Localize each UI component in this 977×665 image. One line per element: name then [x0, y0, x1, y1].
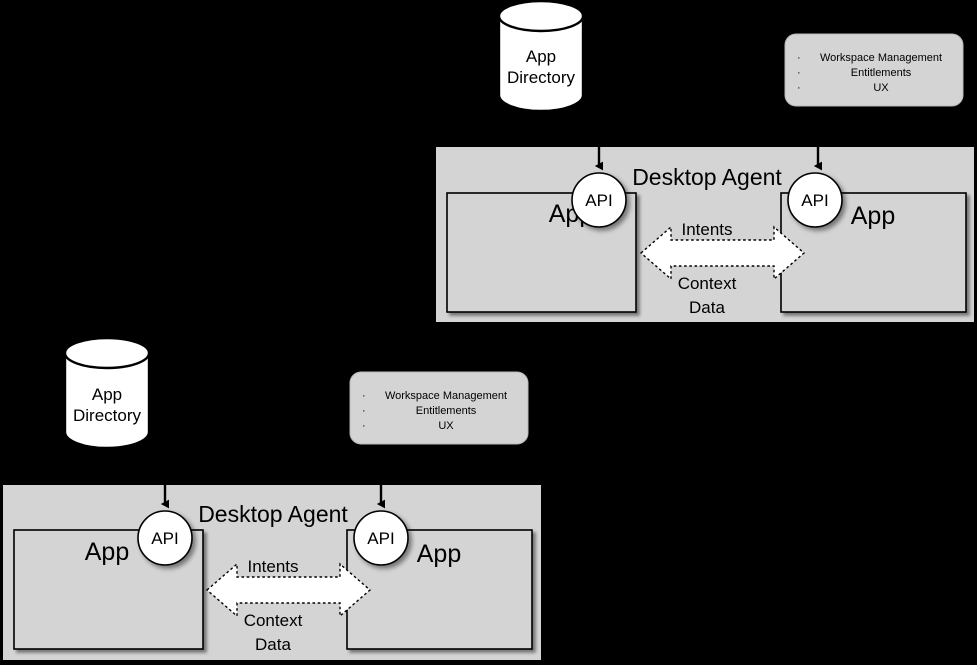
context-label-line2: Data	[689, 298, 725, 317]
api-circle-right-bottom[interactable]: API	[353, 510, 409, 566]
callout-bullet-1: ·	[797, 67, 801, 79]
diagram-top: Desktop Agent App App Intents Context Da…	[436, 0, 974, 322]
context-label-line1: Context	[244, 611, 303, 630]
desktop-agent-title: Desktop Agent	[198, 501, 348, 527]
callout-item-1: Entitlements	[851, 67, 912, 79]
callout-box-top[interactable]: · · · Workspace Management Entitlements …	[784, 33, 964, 107]
intents-label: Intents	[681, 220, 732, 239]
desktop-agent-title: Desktop Agent	[632, 164, 782, 190]
api-circle-right-top[interactable]: API	[787, 172, 843, 228]
callout-box-bottom[interactable]: · · · Workspace Management Entitlements …	[349, 371, 529, 445]
api-circle-left-top[interactable]: API	[571, 172, 627, 228]
intents-label: Intents	[247, 557, 298, 576]
app-directory-line2: Directory	[507, 68, 576, 87]
callout-item-2: UX	[873, 82, 889, 94]
callout-bullet-0: ·	[797, 52, 801, 64]
app-directory-line1: App	[526, 47, 556, 66]
app-directory-cylinder-top[interactable]: App Directory	[497, 0, 585, 113]
callout-item-0: Workspace Management	[385, 390, 507, 402]
api-label-right: API	[801, 191, 828, 210]
callout-bullet-1: ·	[362, 405, 366, 417]
app-label-left: App	[85, 538, 129, 566]
callout-bullet-2: ·	[797, 82, 801, 94]
callout-bullet-2: ·	[362, 420, 366, 432]
api-label-left: API	[585, 191, 612, 210]
callout-item-0: Workspace Management	[820, 52, 942, 64]
callout-item-1: Entitlements	[416, 405, 477, 417]
intents-context-arrow-top: Intents Context Data	[639, 220, 806, 317]
api-label-left: API	[151, 529, 178, 548]
diagram-bottom: Desktop Agent App App Intents Context Da…	[3, 336, 541, 660]
callout-bullet-0: ·	[362, 390, 366, 402]
app-label-right: App	[851, 202, 895, 230]
app-directory-line2: Directory	[73, 406, 142, 425]
intents-context-arrow-bottom: Intents Context Data	[205, 557, 372, 654]
api-circle-left-bottom[interactable]: API	[137, 510, 193, 566]
app-box-left-bottom[interactable]: App	[13, 529, 204, 650]
context-label-line1: Context	[678, 274, 737, 293]
app-directory-cylinder-bottom[interactable]: App Directory	[63, 336, 151, 450]
context-label-line2: Data	[255, 635, 291, 654]
app-directory-line1: App	[92, 385, 122, 404]
api-label-right: API	[367, 529, 394, 548]
app-label-right: App	[417, 540, 461, 568]
callout-item-2: UX	[438, 420, 454, 432]
